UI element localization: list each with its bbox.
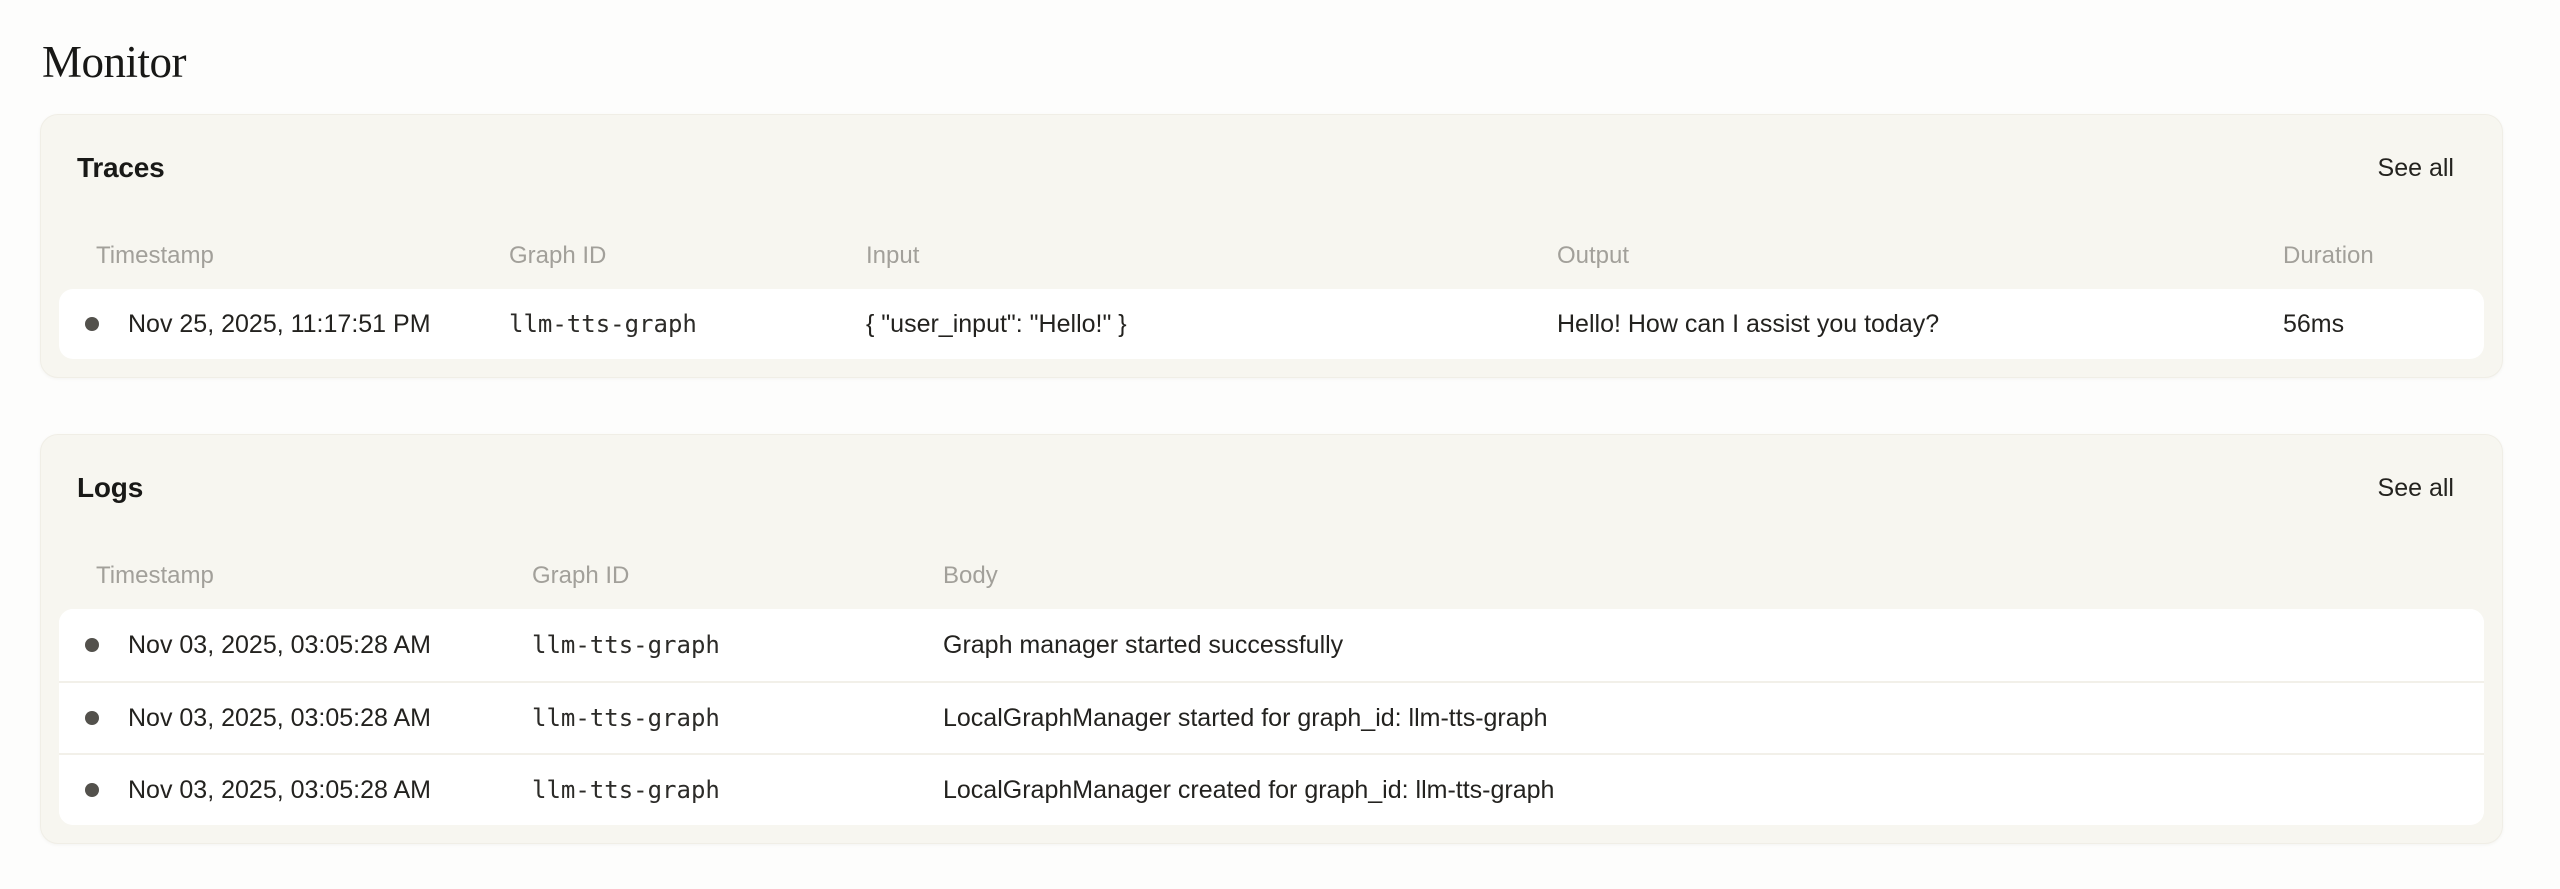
logs-card-header: Logs See all (59, 471, 2484, 505)
log-graph-id: llm-tts-graph (532, 631, 720, 659)
log-body: LocalGraphManager started for graph_id: … (943, 704, 1548, 732)
traces-column-timestamp: Timestamp (96, 242, 214, 269)
status-dot-icon (85, 711, 99, 725)
log-table-row[interactable]: Nov 03, 2025, 03:05:28 AM llm-tts-graph … (59, 609, 2484, 681)
trace-status-cell (79, 317, 128, 331)
log-status-cell (79, 783, 128, 797)
logs-card: Logs See all Timestamp Graph ID Body Nov… (40, 434, 2503, 844)
log-body: Graph manager started successfully (943, 631, 1344, 659)
log-table-row[interactable]: Nov 03, 2025, 03:05:28 AM llm-tts-graph … (59, 681, 2484, 753)
logs-rows-container: Nov 03, 2025, 03:05:28 AM llm-tts-graph … (59, 609, 2484, 825)
logs-column-graph-id: Graph ID (532, 562, 630, 589)
log-timestamp: Nov 03, 2025, 03:05:28 AM (128, 704, 431, 732)
traces-heading: Traces (77, 152, 165, 183)
trace-timestamp: Nov 25, 2025, 11:17:51 PM (128, 310, 431, 338)
trace-table-row[interactable]: Nov 25, 2025, 11:17:51 PM llm-tts-graph … (59, 289, 2484, 359)
status-dot-icon (85, 783, 99, 797)
traces-card-header: Traces See all (59, 151, 2484, 185)
traces-card: Traces See all Timestamp Graph ID Input … (40, 114, 2503, 378)
log-graph-id: llm-tts-graph (532, 704, 720, 732)
logs-column-body: Body (943, 562, 998, 589)
logs-column-timestamp: Timestamp (96, 562, 214, 589)
monitor-page: Monitor Traces See all Timestamp Graph I… (40, 37, 2503, 844)
traces-column-graph-id: Graph ID (509, 242, 607, 269)
log-status-cell (79, 711, 128, 725)
log-body: LocalGraphManager created for graph_id: … (943, 776, 1555, 804)
page-title: Monitor (42, 37, 187, 87)
log-table-row[interactable]: Nov 03, 2025, 03:05:28 AM llm-tts-graph … (59, 753, 2484, 825)
traces-see-all-link[interactable]: See all (2377, 154, 2454, 182)
traces-column-input: Input (866, 242, 920, 269)
status-dot-icon (85, 317, 99, 331)
traces-column-headers: Timestamp Graph ID Input Output Duration (59, 241, 2484, 271)
log-timestamp: Nov 03, 2025, 03:05:28 AM (128, 631, 431, 659)
trace-output: Hello! How can I assist you today? (1557, 310, 1940, 338)
logs-column-headers: Timestamp Graph ID Body (59, 561, 2484, 591)
log-timestamp: Nov 03, 2025, 03:05:28 AM (128, 776, 431, 804)
log-graph-id: llm-tts-graph (532, 776, 720, 804)
traces-column-duration: Duration (2283, 242, 2374, 269)
logs-heading: Logs (77, 472, 144, 503)
logs-see-all-link[interactable]: See all (2377, 474, 2454, 502)
log-status-cell (79, 638, 128, 652)
trace-duration: 56ms (2283, 310, 2345, 338)
trace-graph-id: llm-tts-graph (509, 310, 697, 338)
traces-column-output: Output (1557, 242, 1630, 269)
status-dot-icon (85, 638, 99, 652)
traces-rows-container: Nov 25, 2025, 11:17:51 PM llm-tts-graph … (59, 289, 2484, 359)
trace-input: { "user_input": "Hello!" } (866, 310, 1127, 338)
